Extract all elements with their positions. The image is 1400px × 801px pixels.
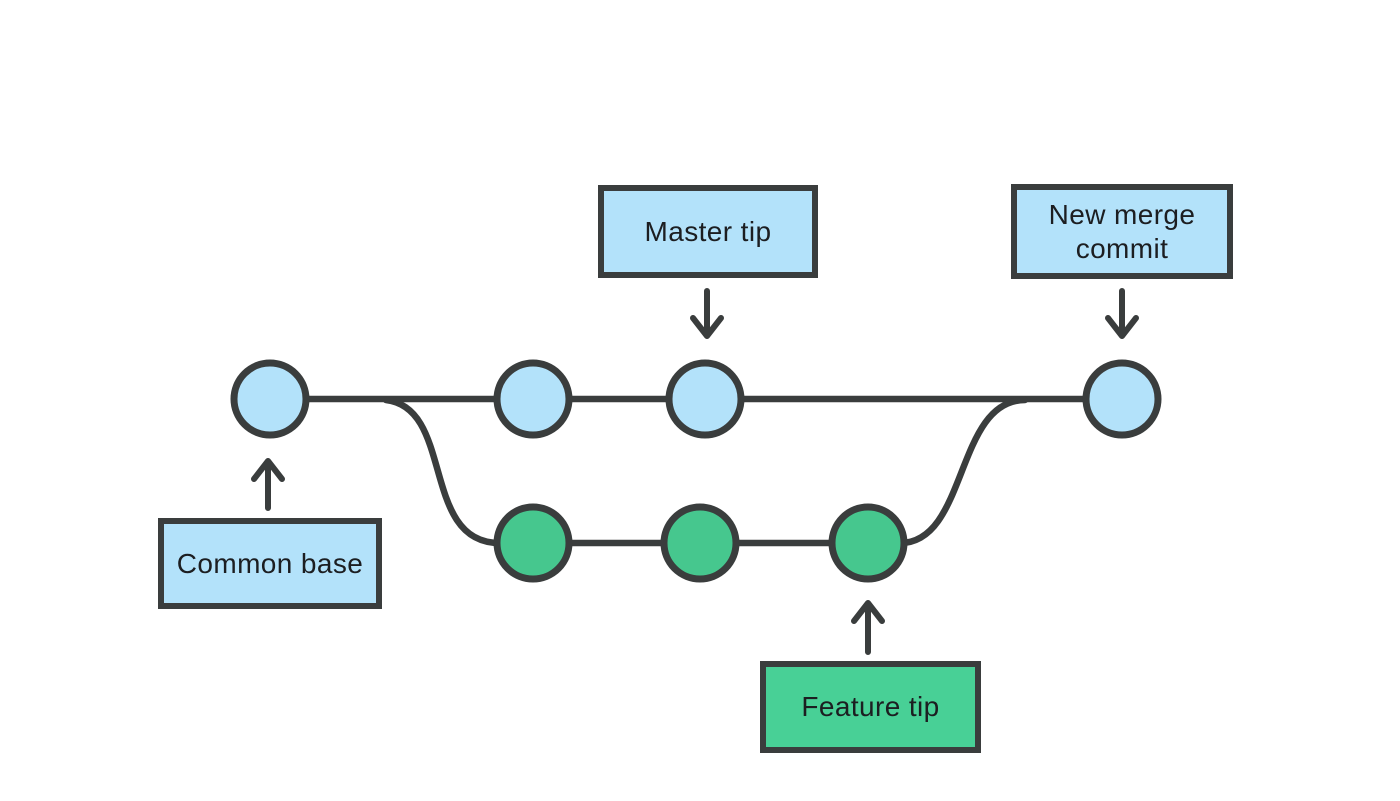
arrow-up-icon (851, 600, 885, 655)
feature-tip-pointer (851, 600, 885, 655)
branch-out-curve (382, 396, 504, 547)
commit-node-feature-1 (493, 503, 573, 583)
commit-node-common-base (230, 359, 310, 439)
commit-node-feature-tip (828, 503, 908, 583)
new-merge-commit-label-text: New merge commit (1048, 199, 1196, 264)
master-tip-label-text: Master tip (644, 215, 772, 247)
commit-node-feature-2 (660, 503, 740, 583)
new-merge-commit-label: New merge commit (1011, 184, 1233, 279)
arrow-up-icon (251, 458, 285, 511)
arrow-down-icon (1105, 288, 1139, 339)
common-base-label: Common base (158, 518, 382, 609)
master-tip-label: Master tip (598, 185, 818, 278)
common-base-pointer (251, 458, 285, 511)
commit-node-master-2 (493, 359, 573, 439)
arrow-down-icon (690, 288, 724, 339)
common-base-label-text: Common base (176, 547, 364, 579)
commit-node-new-merge (1082, 359, 1162, 439)
feature-tip-label: Feature tip (760, 661, 981, 753)
master-tip-pointer (690, 288, 724, 339)
new-merge-commit-pointer (1105, 288, 1139, 339)
feature-tip-label-text: Feature tip (801, 691, 940, 723)
merge-in-curve (896, 396, 1029, 547)
commit-node-master-tip (665, 359, 745, 439)
